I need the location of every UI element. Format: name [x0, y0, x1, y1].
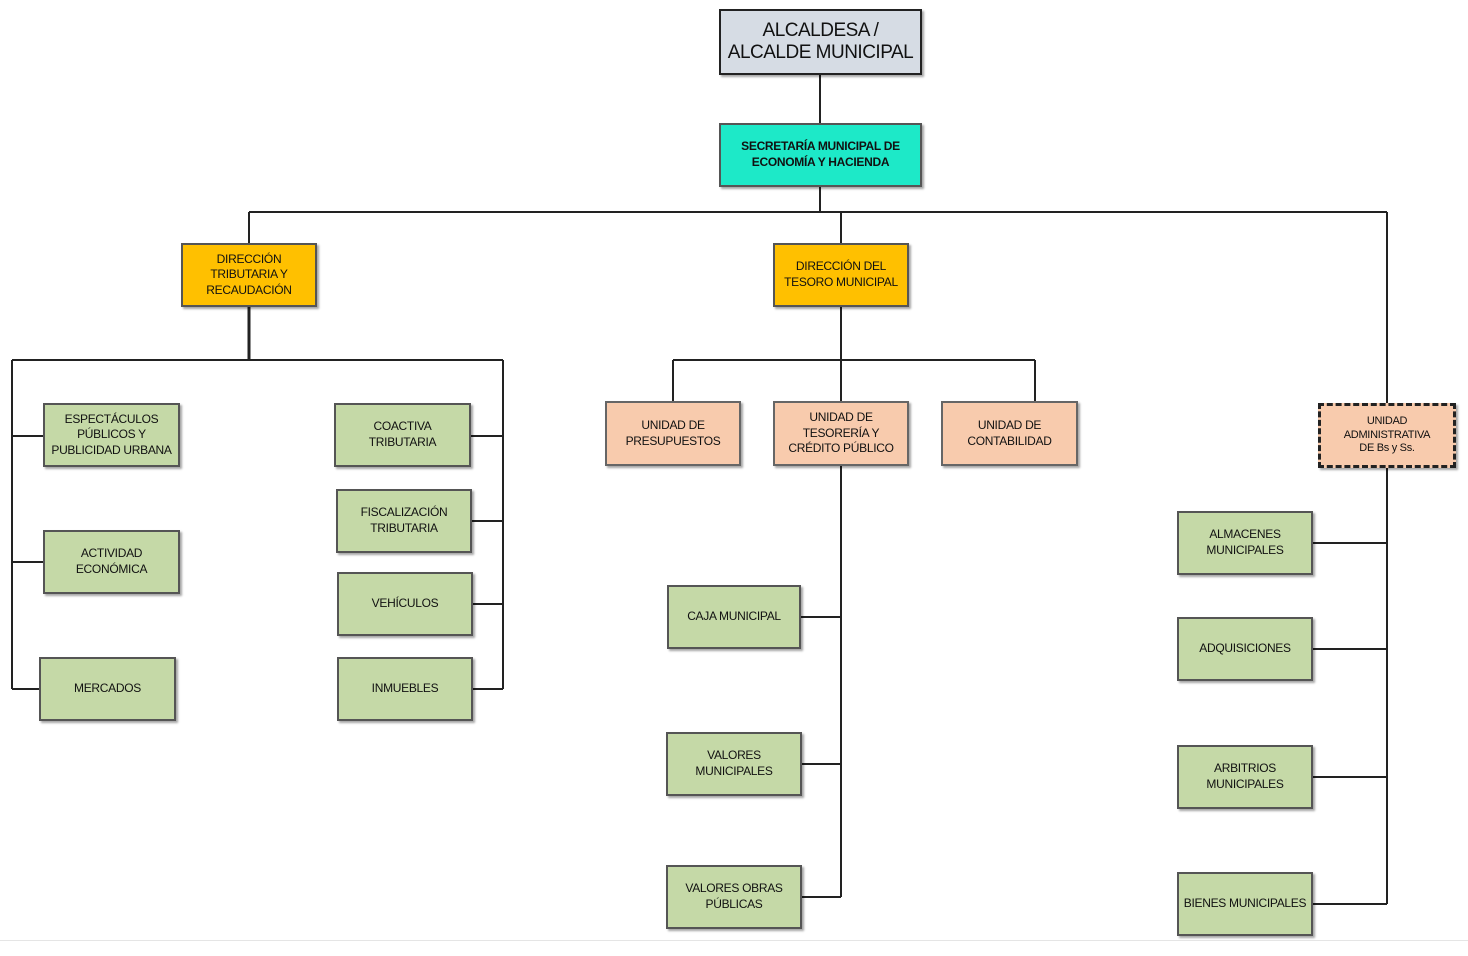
node-dir-tributaria: DIRECCIÓN TRIBUTARIA Y RECAUDACIÓN: [181, 243, 317, 307]
node-valores: VALORES MUNICIPALES: [666, 732, 802, 796]
node-presupuestos: UNIDAD DE PRESUPUESTOS: [605, 401, 741, 466]
node-coactiva: COACTIVA TRIBUTARIA: [334, 403, 471, 467]
page-bottom-divider: [0, 940, 1468, 941]
node-almacenes: ALMACENES MUNICIPALES: [1177, 511, 1313, 575]
node-actividad: ACTIVIDAD ECONÓMICA: [43, 530, 180, 594]
node-fiscalizacion: FISCALIZACIÓN TRIBUTARIA: [336, 489, 472, 553]
node-adquisiciones: ADQUISICIONES: [1177, 617, 1313, 681]
node-unidad-administrativa: UNIDAD ADMINISTRATIVA DE Bs y Ss.: [1318, 403, 1456, 468]
node-valores-obras: VALORES OBRAS PÚBLICAS: [666, 865, 802, 929]
node-caja: CAJA MUNICIPAL: [667, 585, 801, 649]
node-vehiculos: VEHÍCULOS: [337, 572, 473, 636]
node-tesoreria: UNIDAD DE TESORERÍA Y CRÉDITO PÚBLICO: [773, 401, 909, 466]
node-inmuebles: INMUEBLES: [337, 657, 473, 721]
node-contabilidad: UNIDAD DE CONTABILIDAD: [941, 401, 1078, 466]
node-arbitrios: ARBITRIOS MUNICIPALES: [1177, 745, 1313, 809]
node-alcaldesa: ALCALDESA / ALCALDE MUNICIPAL: [719, 9, 922, 75]
node-secretaria: SECRETARÍA MUNICIPAL DE ECONOMÍA Y HACIE…: [719, 123, 922, 187]
node-bienes: BIENES MUNICIPALES: [1177, 872, 1313, 936]
node-dir-tesoro: DIRECCIÓN DEL TESORO MUNICIPAL: [773, 243, 909, 307]
node-espectaculos: ESPECTÁCULOS PÚBLICOS Y PUBLICIDAD URBAN…: [43, 403, 180, 467]
node-mercados: MERCADOS: [39, 657, 176, 721]
